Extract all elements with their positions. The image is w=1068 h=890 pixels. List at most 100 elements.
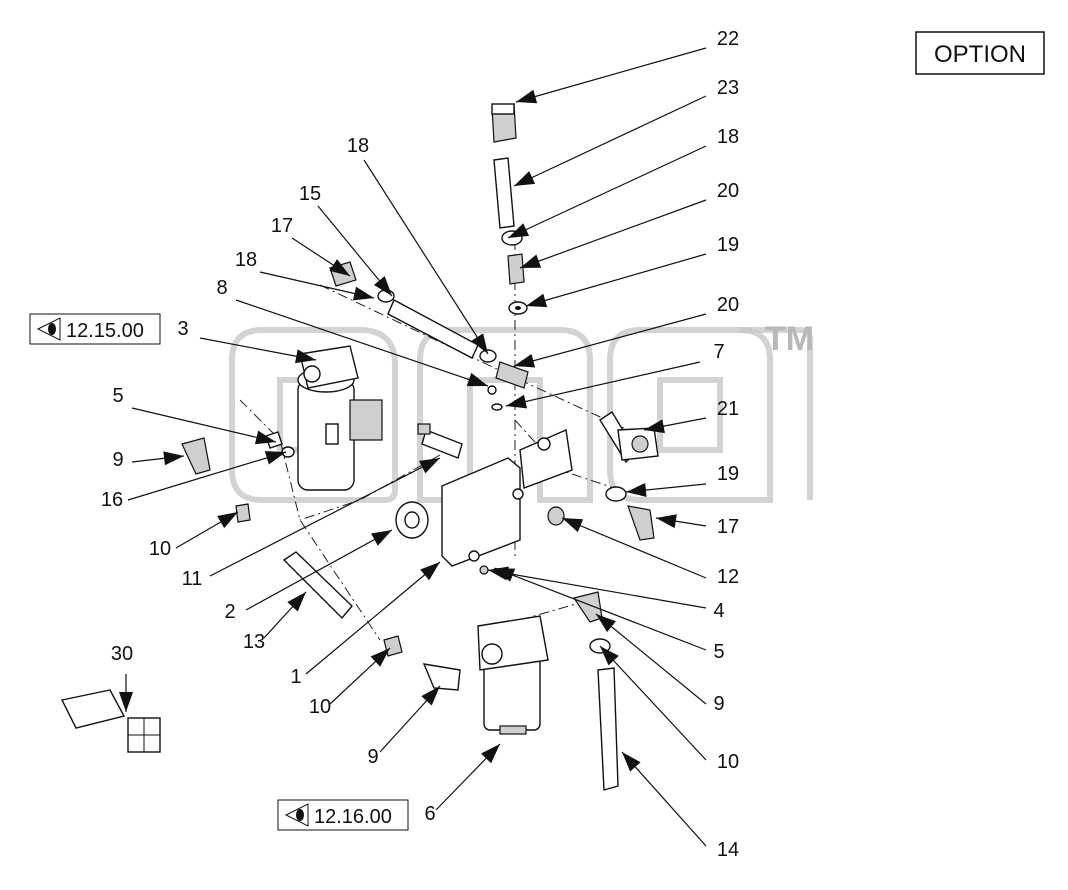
- reference-box-12-16[interactable]: 12.16.00: [277, 799, 409, 831]
- arrowhead-icon: [514, 354, 536, 368]
- arrowhead-icon: [421, 686, 440, 706]
- leader-line: [131, 407, 277, 443]
- callout-number: 18: [717, 126, 739, 148]
- arrowhead-icon: [508, 223, 530, 238]
- reference-label: 12.16.00: [314, 806, 392, 828]
- callout-number: 18: [347, 135, 369, 157]
- callout-number: 9: [367, 746, 378, 768]
- arrowhead-icon: [119, 692, 133, 712]
- callout-number: 10: [717, 751, 739, 773]
- callout-number: 23: [717, 77, 739, 99]
- callout-number: 18: [235, 249, 257, 271]
- arrowhead-icon: [562, 518, 584, 533]
- callout-number: 1: [290, 666, 301, 688]
- arrowhead-icon: [295, 349, 316, 364]
- arrowhead-icon: [373, 276, 392, 296]
- reference-label: 12.15.00: [66, 320, 144, 342]
- callout-number: 4: [713, 600, 724, 622]
- arrowhead-icon: [656, 514, 677, 529]
- callout-number: 17: [271, 215, 293, 237]
- arrowhead-icon: [506, 394, 528, 409]
- arrowhead-icon: [254, 430, 276, 445]
- arrowhead-icon: [596, 614, 616, 633]
- leader-line: [209, 457, 441, 577]
- arrowhead-icon: [419, 458, 440, 474]
- leader-line: [487, 569, 707, 609]
- callout-number: 11: [182, 568, 203, 590]
- arrowhead-icon: [264, 451, 286, 465]
- arrowhead-icon: [644, 419, 665, 434]
- leader-lines: [119, 47, 707, 847]
- reference-box-12-15[interactable]: 12.15.00: [29, 313, 161, 345]
- cap-22: [491, 103, 517, 143]
- callout-number: 12: [717, 566, 739, 588]
- leader-line: [525, 253, 707, 307]
- callout-number: 22: [717, 28, 739, 50]
- arrowhead-icon: [622, 752, 641, 772]
- leader-line: [513, 313, 707, 367]
- callout-number: 14: [717, 839, 739, 861]
- callout-number: 19: [717, 234, 739, 256]
- arrowhead-icon: [370, 648, 390, 667]
- callout-number: 5: [112, 385, 123, 407]
- arrowhead-icon: [217, 512, 238, 529]
- leader-line: [305, 561, 441, 675]
- callout-number: 19: [717, 463, 739, 485]
- leader-line: [519, 199, 707, 269]
- option-label: OPTION: [934, 41, 1026, 68]
- arrowhead-icon: [626, 483, 647, 497]
- arrowhead-icon: [329, 259, 350, 276]
- arrowhead-icon: [163, 451, 184, 466]
- leader-line: [621, 751, 707, 847]
- coil-2: [395, 501, 429, 539]
- trademark-mark: TM: [765, 320, 814, 358]
- leader-line: [513, 95, 707, 187]
- arrowhead-icon: [526, 293, 548, 308]
- arrowhead-icon: [466, 372, 488, 387]
- leader-line: [235, 299, 489, 387]
- leader-line: [127, 451, 287, 501]
- callout-number: 20: [717, 180, 739, 202]
- callout-number: 15: [299, 183, 321, 205]
- callout-number: 20: [717, 294, 739, 316]
- arrowhead-icon: [481, 744, 500, 764]
- parts: [60, 103, 659, 791]
- eye-view-icon: [36, 317, 61, 341]
- harness-30: [60, 689, 161, 753]
- arrowhead-icon: [600, 646, 619, 666]
- arrowhead-icon: [471, 333, 488, 354]
- pump-3: [297, 345, 383, 491]
- callout-number: 13: [243, 631, 265, 653]
- callout-number: 10: [309, 696, 331, 718]
- option-badge: OPTION: [915, 31, 1045, 75]
- leader-line: [507, 145, 707, 239]
- arrowhead-icon: [494, 568, 516, 582]
- leader-line: [595, 613, 707, 705]
- callout-number: 21: [717, 398, 739, 420]
- arrowhead-icon: [516, 89, 538, 104]
- leader-line: [363, 159, 489, 355]
- callout-number: 8: [216, 277, 227, 299]
- callout-number: 6: [424, 803, 435, 825]
- callout-number: 17: [717, 516, 739, 538]
- callout-number: 16: [101, 489, 123, 511]
- callout-number: 9: [713, 693, 724, 715]
- leader-line: [599, 645, 707, 761]
- arrowhead-icon: [287, 592, 306, 612]
- arrowhead-icon: [420, 562, 440, 581]
- callout-number: 10: [149, 538, 171, 560]
- callout-number: 3: [177, 318, 188, 340]
- arrowhead-icon: [371, 530, 392, 546]
- eye-view-icon: [284, 803, 309, 827]
- leader-line: [493, 567, 707, 651]
- callout-number: 2: [224, 601, 235, 623]
- leader-line: [561, 517, 707, 579]
- arrowhead-icon: [352, 286, 374, 301]
- leader-line: [245, 529, 393, 611]
- callout-number: 7: [713, 341, 724, 363]
- arrowhead-icon: [520, 254, 542, 268]
- callout-number: 9: [112, 449, 123, 471]
- callout-number: 5: [713, 641, 724, 663]
- bracket-1: [441, 428, 573, 567]
